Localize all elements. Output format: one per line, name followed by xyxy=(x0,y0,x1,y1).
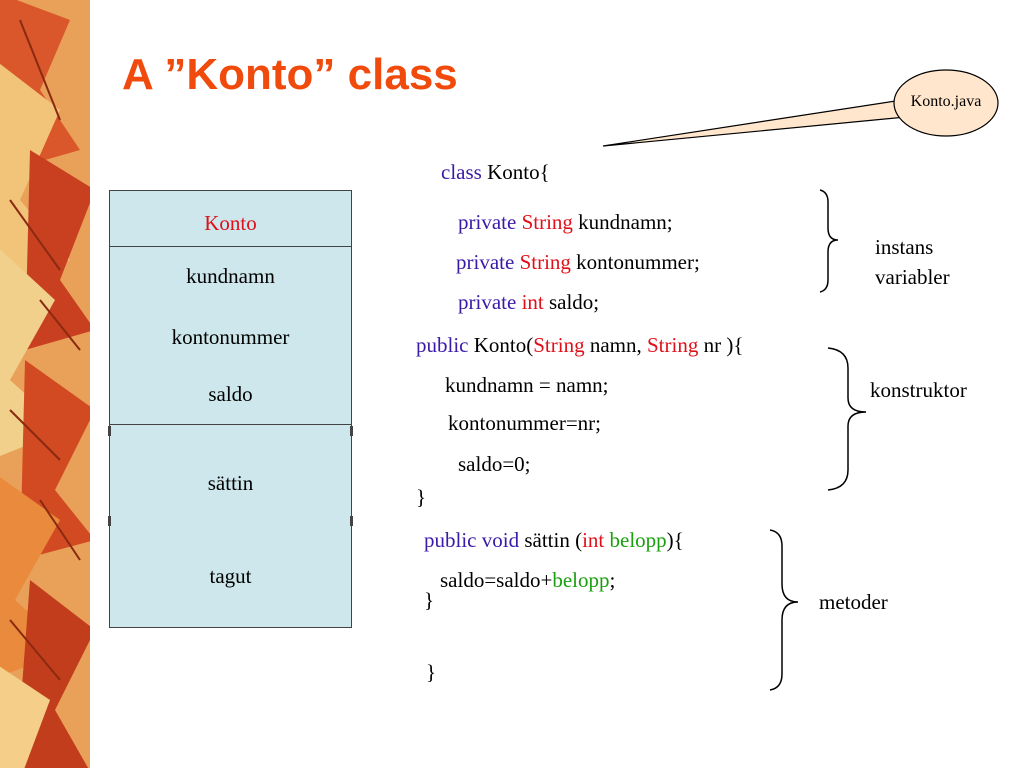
code-type: String xyxy=(533,333,585,357)
code-keyword: public xyxy=(416,333,469,357)
uml-attribute-section xyxy=(110,247,351,425)
code-line: } xyxy=(424,588,435,612)
code-text: saldo=saldo+ xyxy=(440,568,553,592)
code-type: String xyxy=(521,210,573,234)
uml-name-section xyxy=(110,191,351,247)
uml-tick xyxy=(108,426,111,436)
uml-attribute: kontonummer xyxy=(171,325,290,349)
code-type: int xyxy=(582,528,605,552)
code-line: } xyxy=(426,660,437,684)
code-text: namn, xyxy=(584,333,647,357)
uml-class-name: Konto xyxy=(204,211,257,235)
uml-method: sättin xyxy=(207,471,254,495)
code-type: String xyxy=(647,333,699,357)
code-line: saldo=0; xyxy=(458,452,531,476)
code-text: ; xyxy=(609,568,616,592)
code-line: private String kundnamn; xyxy=(458,210,673,235)
uml-method: tagut xyxy=(209,564,252,588)
uml-tick xyxy=(108,516,111,526)
code-keyword: private xyxy=(456,250,515,274)
code-keyword: void xyxy=(481,528,520,552)
code-text: nr ){ xyxy=(698,333,744,357)
code-type: int xyxy=(521,290,544,314)
code-line: private int saldo; xyxy=(458,290,599,315)
leaf-pattern-icon xyxy=(0,0,90,768)
code-keyword: public xyxy=(424,528,477,552)
code-text: Konto( xyxy=(468,333,534,357)
code-type: String xyxy=(519,250,571,274)
slide-title: A ”Konto” class xyxy=(122,50,458,99)
code-keyword: private xyxy=(458,210,517,234)
code-keyword: class xyxy=(441,160,482,184)
annotation-line: variabler xyxy=(875,265,950,289)
code-line: kontonummer=nr; xyxy=(448,411,601,435)
code-text: kontonummer; xyxy=(570,250,700,274)
uml-tick xyxy=(350,516,353,526)
code-text: saldo; xyxy=(543,290,600,314)
uml-tick xyxy=(350,426,353,436)
code-line: saldo=saldo+belopp; xyxy=(440,568,615,593)
code-text: Konto{ xyxy=(481,160,550,184)
callout-label: Konto.java xyxy=(910,93,982,110)
annotation-instance-variables: instans variabler xyxy=(875,232,950,292)
code-param: belopp xyxy=(552,568,610,592)
brace-constructor-icon xyxy=(827,347,867,491)
code-line: kundnamn = namn; xyxy=(445,373,609,397)
brace-methods-icon xyxy=(769,529,799,691)
annotation-line: instans xyxy=(875,235,934,259)
code-line: class Konto{ xyxy=(441,160,550,185)
uml-attribute: saldo xyxy=(208,382,253,406)
code-text: sättin ( xyxy=(519,528,583,552)
uml-attribute: kundnamn xyxy=(186,264,275,288)
autumn-leaves-decoration xyxy=(0,0,90,768)
code-text: kundnamn; xyxy=(572,210,673,234)
uml-class-box: Konto kundnamn kontonummer saldo sättin … xyxy=(108,190,353,628)
code-param: belopp xyxy=(609,528,667,552)
code-line: } xyxy=(416,485,427,509)
code-text: ){ xyxy=(666,528,684,552)
brace-instance-variables-icon xyxy=(819,189,839,293)
code-keyword: private xyxy=(458,290,517,314)
annotation-methods: metoder xyxy=(819,590,888,614)
annotation-constructor: konstruktor xyxy=(870,378,967,402)
code-line: private String kontonummer; xyxy=(456,250,700,275)
code-line: public Konto(String namn, String nr ){ xyxy=(416,333,743,358)
code-line: public void sättin (int belopp){ xyxy=(424,528,684,553)
